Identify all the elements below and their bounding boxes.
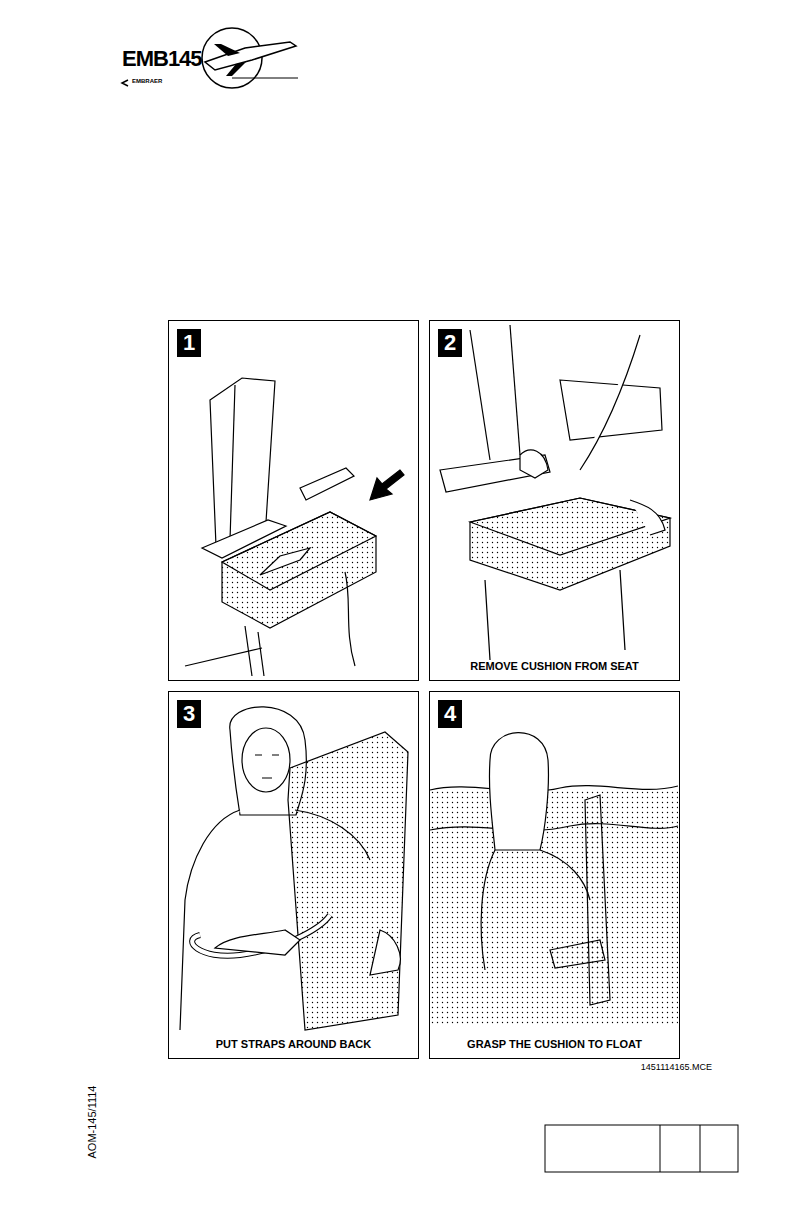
step-number: 4 [438,700,462,728]
illustration-panel: 3PUT STRAPS AROUND BACK [168,691,419,1059]
step-caption: REMOVE CUSHION FROM SEAT [434,660,675,672]
step-caption: PUT STRAPS AROUND BACK [173,1038,414,1050]
step-caption: GRASP THE CUSHION TO FLOAT [434,1038,675,1050]
figure-id: 1451114165.MCE [641,1062,712,1072]
illustration-panel: 2REMOVE CUSHION FROM SEAT [429,320,680,681]
document-id: AOM-145/1114 [86,1086,98,1159]
step-number: 3 [177,700,201,728]
logo-text: EMB145 [122,46,202,72]
logo-brand: EMBRAER [132,78,162,84]
illustration-panel: 4GRASP THE CUSHION TO FLOAT [429,691,680,1059]
illustration-panel: 1 [168,320,419,681]
step-number: 2 [438,329,462,357]
step-number: 1 [177,329,201,357]
